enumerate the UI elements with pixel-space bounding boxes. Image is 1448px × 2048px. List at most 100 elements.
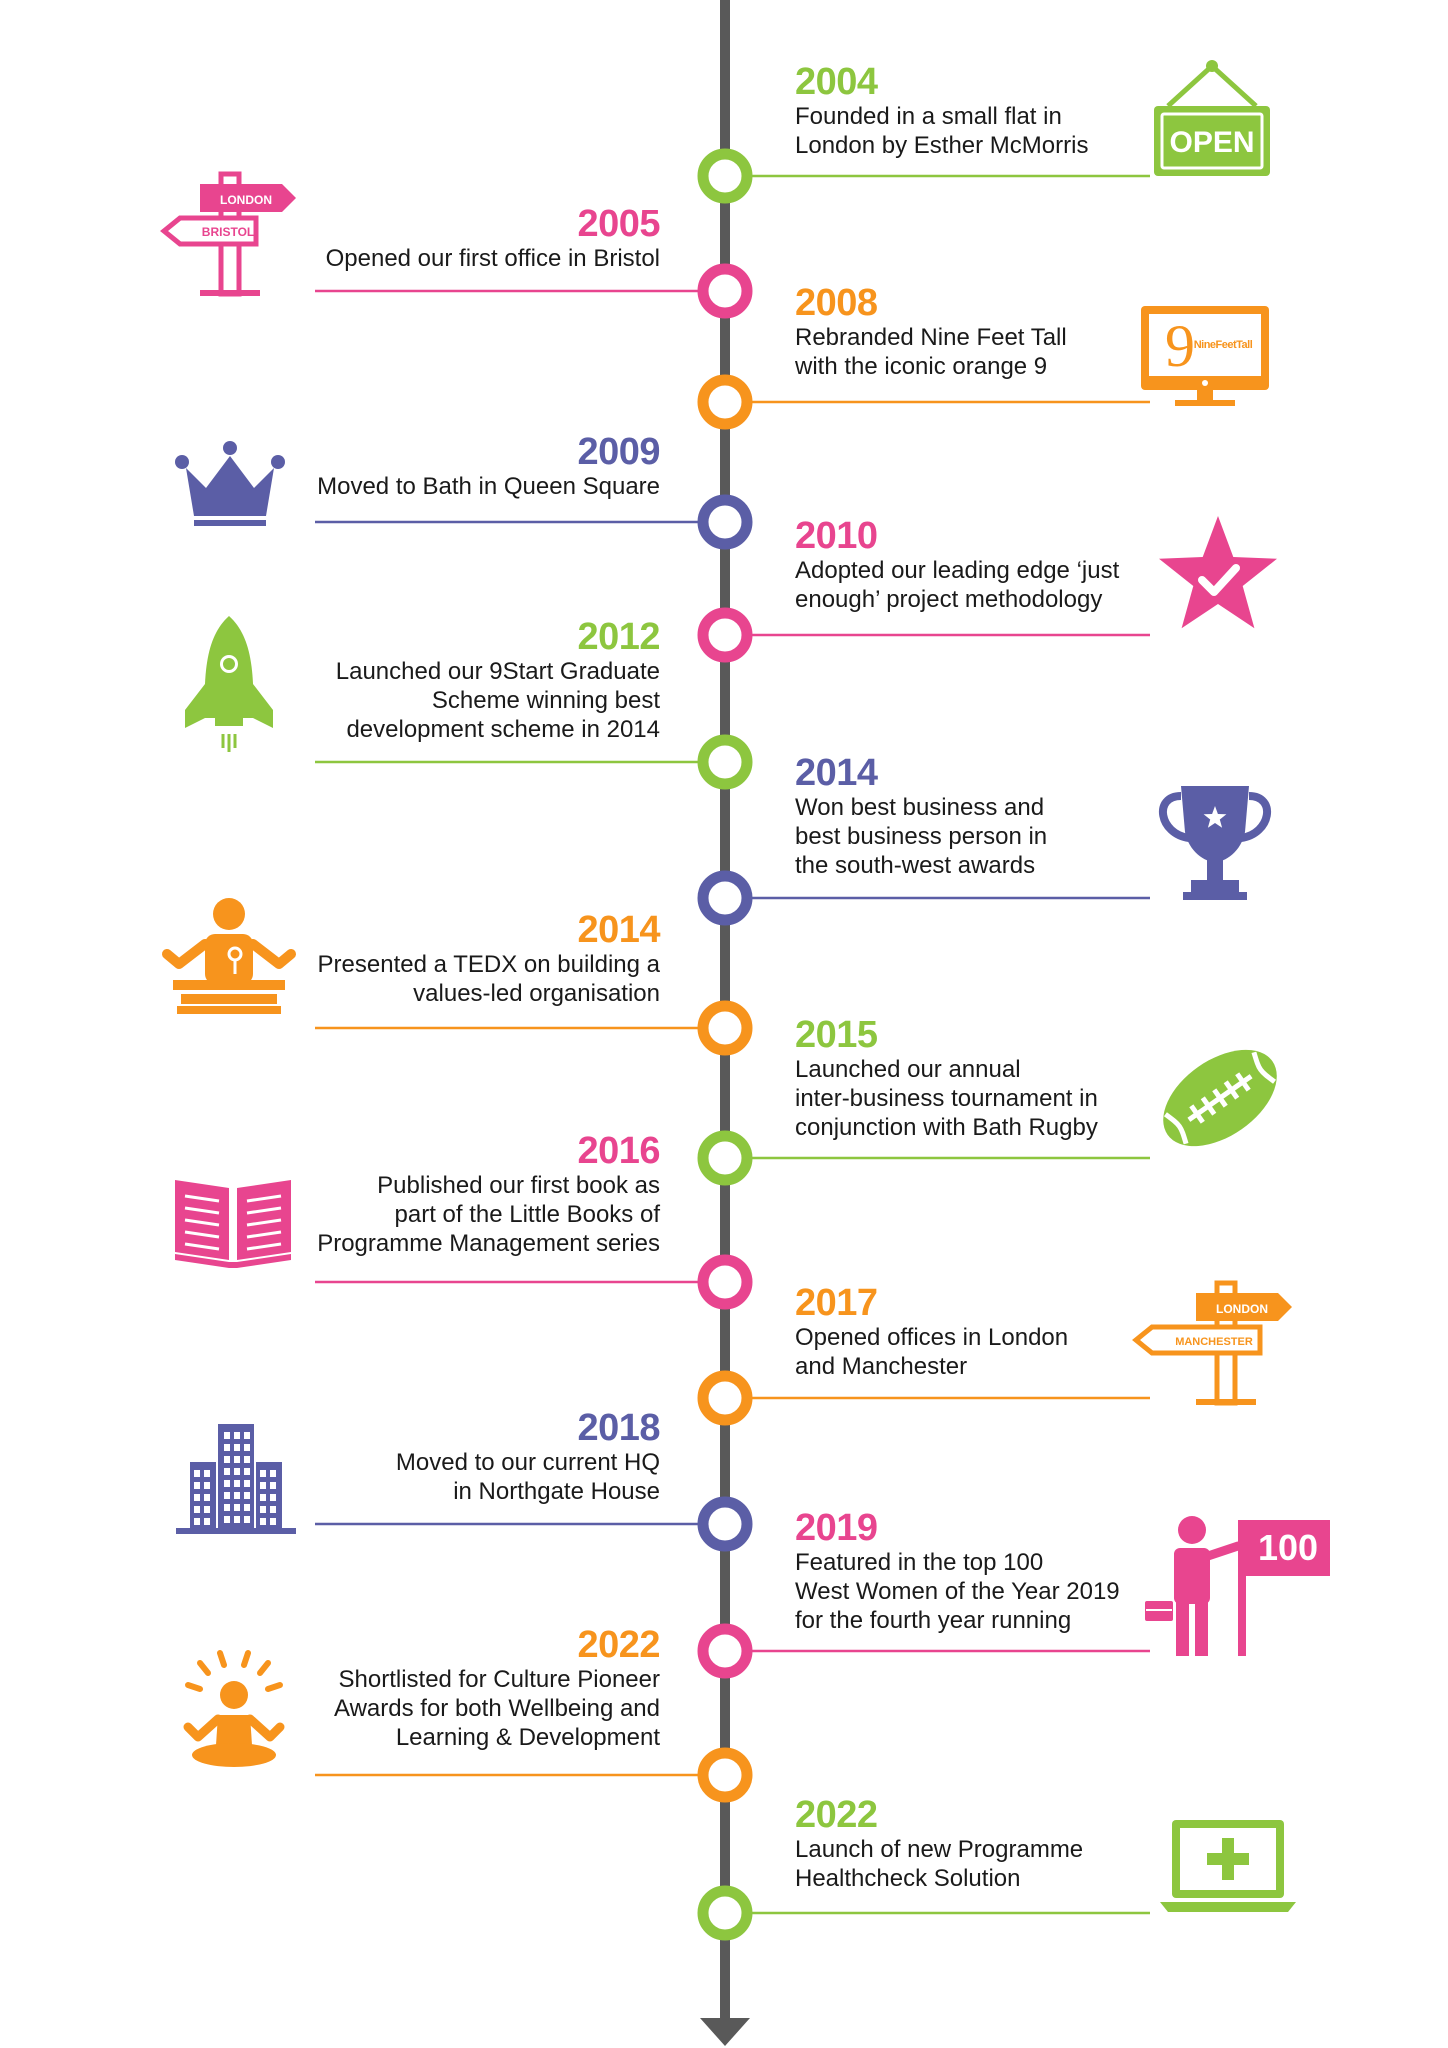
event-description-line: in Northgate House bbox=[453, 1478, 660, 1505]
timeline-node bbox=[697, 1000, 753, 1056]
timeline-arrow-head bbox=[700, 2018, 750, 2046]
logo-text: NineFeetTall bbox=[1194, 339, 1253, 351]
sign-bottom-label: MANCHESTER bbox=[1175, 1336, 1253, 1348]
timeline-node bbox=[697, 1130, 753, 1186]
event-description-line: Moved to Bath in Queen Square bbox=[317, 473, 660, 500]
event-description-line: Adopted our leading edge ‘just bbox=[795, 557, 1120, 584]
event-description-line: Featured in the top 100 bbox=[795, 1549, 1044, 1576]
event-description-line: and Manchester bbox=[795, 1353, 968, 1380]
event-description-line: Opened our first office in Bristol bbox=[325, 245, 660, 272]
event-description-line: Presented a TEDX on building a bbox=[317, 951, 660, 978]
event-description-line: Launched our 9Start Graduate bbox=[335, 658, 660, 685]
timeline-node bbox=[697, 734, 753, 790]
timeline-node bbox=[697, 1370, 753, 1426]
timeline-node bbox=[697, 1496, 753, 1552]
event-year: 2004 bbox=[795, 61, 878, 103]
event-description: Moved to Bath in Queen Square bbox=[317, 472, 660, 501]
open-sign-icon: OPEN bbox=[1154, 60, 1270, 176]
rocket-icon bbox=[185, 616, 273, 752]
sign-top-label: LONDON bbox=[220, 193, 272, 207]
event-year: 2022 bbox=[795, 1794, 878, 1836]
event-year: 2008 bbox=[795, 282, 878, 324]
event-description-line: best business person in bbox=[795, 823, 1048, 850]
timeline-node bbox=[697, 263, 753, 319]
event-description-line: values-led organisation bbox=[413, 980, 660, 1007]
event-year: 2022 bbox=[577, 1624, 660, 1666]
rugby-ball-icon bbox=[1163, 1049, 1277, 1147]
event-description-line: conjunction with Bath Rugby bbox=[795, 1114, 1098, 1141]
event-year: 2019 bbox=[795, 1507, 878, 1549]
event-year: 2018 bbox=[577, 1407, 660, 1449]
event-description-line: enough’ project methodology bbox=[795, 586, 1103, 613]
logo-numeral: 9 bbox=[1165, 313, 1195, 379]
trophy-icon bbox=[1159, 786, 1271, 900]
event-description-line: West Women of the Year 2019 bbox=[795, 1578, 1120, 1605]
event-description-line: Programme Management series bbox=[317, 1230, 660, 1257]
timeline-node bbox=[697, 1885, 753, 1941]
event-year: 2014 bbox=[577, 909, 660, 951]
event-year: 2016 bbox=[577, 1130, 660, 1172]
event-year: 2005 bbox=[577, 203, 660, 245]
timeline-node bbox=[697, 1623, 753, 1679]
event-description-line: London by Esther McMorris bbox=[795, 132, 1089, 159]
event-year: 2014 bbox=[795, 752, 878, 794]
flag-label: 100 bbox=[1258, 1527, 1318, 1568]
event-year: 2012 bbox=[577, 616, 660, 658]
event-description-line: Founded in a small flat in bbox=[795, 103, 1062, 130]
event-description: Opened our first office in Bristol bbox=[326, 244, 660, 273]
event-year: 2010 bbox=[795, 515, 878, 557]
svg-text:OPEN: OPEN bbox=[1169, 126, 1254, 159]
timeline-node bbox=[697, 374, 753, 430]
star-check-icon bbox=[1159, 516, 1277, 629]
event-description-line: Opened offices in London bbox=[795, 1324, 1069, 1351]
sign-bottom-label: BRISTOL bbox=[202, 225, 254, 239]
timeline-node bbox=[697, 1254, 753, 1310]
timeline-node bbox=[697, 607, 753, 663]
open-book-icon bbox=[175, 1180, 291, 1268]
event-description-line: with the iconic orange 9 bbox=[795, 353, 1048, 380]
event-description-line: inter-business tournament in bbox=[795, 1085, 1098, 1112]
event-description-line: Won best business and bbox=[795, 794, 1045, 821]
event-description-line: Scheme winning best bbox=[431, 687, 660, 714]
buildings-icon bbox=[176, 1424, 296, 1534]
event-description-line: Awards for both Wellbeing and bbox=[334, 1695, 660, 1722]
meditation-icon bbox=[183, 1650, 285, 1767]
event-description-line: Launched our annual bbox=[795, 1056, 1021, 1083]
event-description-line: the south-west awards bbox=[795, 852, 1036, 879]
event-description-line: Published our first book as bbox=[377, 1172, 660, 1199]
sign-top-label: LONDON bbox=[1216, 1302, 1268, 1316]
event-description-line: Healthcheck Solution bbox=[795, 1865, 1021, 1892]
signpost-icon: LONDON BRISTOL bbox=[160, 171, 296, 297]
event-description-line: Shortlisted for Culture Pioneer bbox=[338, 1666, 661, 1693]
event-year: 2009 bbox=[577, 431, 660, 473]
person-flag-icon: 100 bbox=[1143, 1516, 1330, 1656]
timeline-node bbox=[697, 494, 753, 550]
crown-icon bbox=[175, 441, 285, 526]
